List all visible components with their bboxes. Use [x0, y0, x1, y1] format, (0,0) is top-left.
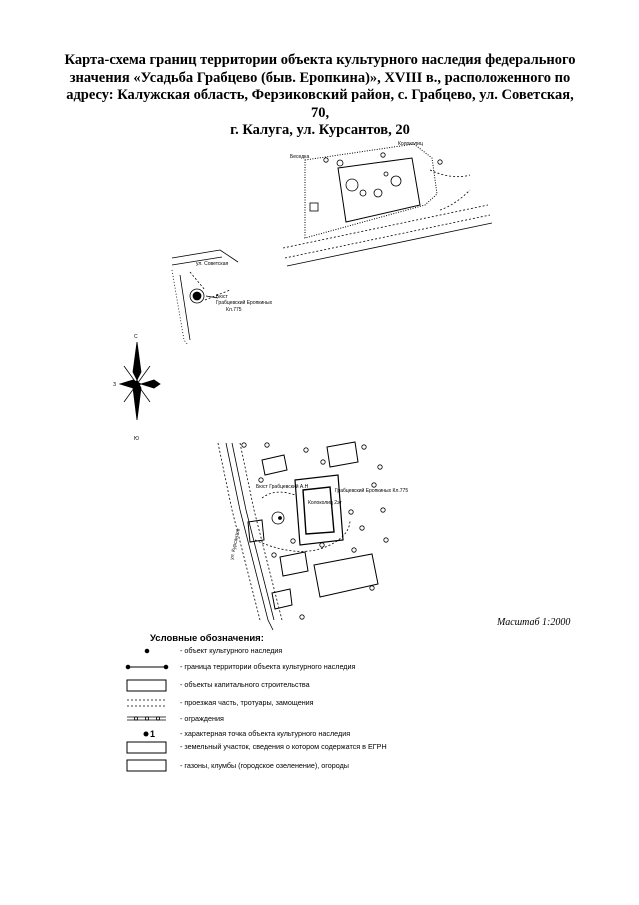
label-bottom-building: Колоколиц 2эт: [308, 500, 342, 506]
title-line-2: значения «Усадьба Грабцево (быв. Еропкин…: [69, 69, 571, 86]
legend-symbols: [125, 648, 169, 772]
compass-rose-icon: [118, 341, 161, 421]
legend-point-label: 1: [150, 729, 155, 739]
label-mid-street: ул. Советская: [196, 261, 229, 267]
scale-label: Масштаб 1:2000: [497, 617, 571, 628]
middle-map-fragment: [171, 249, 239, 346]
title-line-4: г. Калуга, ул. Курсантов, 20: [230, 122, 410, 138]
compass-north: С: [134, 334, 138, 340]
label-bottom-2: Грабцевский Еропкиных Кл.775: [335, 487, 408, 494]
label-top-left: Беседка: [290, 154, 309, 160]
label-bottom-1: Бюст Грабцевский А.Н: [256, 483, 309, 490]
legend-text: - земельный участок, сведения о котором …: [180, 742, 387, 751]
compass-east: В: [153, 382, 157, 388]
map-title: Карта-схема границ территории объекта ку…: [60, 52, 580, 140]
label-street-vertical: ул. Курсантов: [229, 528, 242, 561]
characteristic-point-icon: [143, 731, 149, 737]
compass-south: Ю: [134, 436, 139, 442]
legend-text: - граница территории объекта культурного…: [180, 662, 356, 671]
bottom-map-fragment: [217, 441, 389, 631]
heritage-object-icon: [144, 648, 150, 654]
roadway-icon: [127, 699, 166, 707]
territory-boundary-icon: [125, 664, 169, 670]
title-line-1: Карта-схема границ территории объекта ку…: [64, 52, 576, 68]
legend-title: Условные обозначения:: [150, 633, 264, 644]
lawn-icon: [126, 759, 167, 772]
legend-text: - проезжая часть, тротуары, замощения: [180, 698, 314, 707]
legend-text: - объекты капитального строительства: [180, 680, 310, 689]
label-top-right: Колоколиц: [398, 141, 423, 147]
top-map-fragment: [282, 143, 493, 267]
label-mid-3: Кл.775: [226, 307, 242, 313]
label-mid-1: Бюст: [216, 294, 229, 300]
fence-icon: [127, 716, 166, 721]
label-mid-2: Грабцевский Еропкиных: [216, 299, 273, 306]
land-plot-icon: [126, 741, 167, 754]
compass-west: З: [113, 382, 116, 388]
capital-building-icon: [126, 679, 167, 692]
legend-text: - газоны, клумбы (городское озеленение),…: [180, 761, 349, 770]
legend-text: - ограждения: [180, 714, 224, 723]
legend-text: - характерная точка объекта культурного …: [180, 729, 351, 738]
title-line-3: адресу: Калужская область, Ферзиковский …: [66, 87, 574, 121]
legend-text: - объект культурного наследия: [180, 646, 283, 655]
